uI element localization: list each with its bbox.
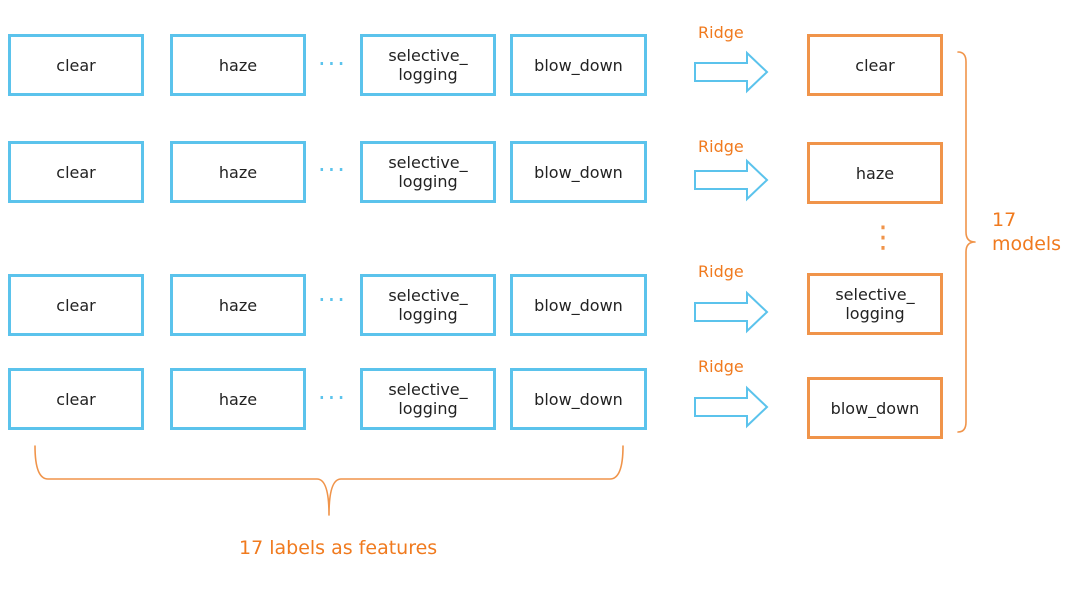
feature-label: blow_down xyxy=(534,162,623,182)
feature-box-clear: clear xyxy=(8,368,144,430)
model-box-blow-down: blow_down xyxy=(807,377,943,439)
ridge-label: Ridge xyxy=(698,262,744,281)
row-ellipsis: ··· xyxy=(318,156,347,184)
ridge-arrow xyxy=(694,385,769,429)
feature-label: clear xyxy=(56,389,96,409)
feature-label: clear xyxy=(56,55,96,75)
feature-box-blow-down: blow_down xyxy=(510,274,647,336)
ridge-arrow xyxy=(694,50,769,94)
models-brace xyxy=(957,51,976,433)
model-label: blow_down xyxy=(830,398,920,418)
ridge-label: Ridge xyxy=(698,137,744,156)
feature-box-haze: haze xyxy=(170,34,306,96)
ridge-label: Ridge xyxy=(698,357,744,376)
feature-label: blow_down xyxy=(534,295,623,315)
feature-label: selective_ logging xyxy=(388,380,468,418)
model-box-selective-logging: selective_ logging xyxy=(807,273,943,335)
feature-box-clear: clear xyxy=(8,274,144,336)
models-caption: 17 models xyxy=(992,209,1062,255)
feature-box-selective-logging: selective_ logging xyxy=(360,141,496,203)
feature-box-blow-down: blow_down xyxy=(510,141,647,203)
feature-box-haze: haze xyxy=(170,274,306,336)
feature-box-clear: clear xyxy=(8,34,144,96)
feature-label: selective_ logging xyxy=(388,153,468,191)
feature-box-blow-down: blow_down xyxy=(510,368,647,430)
model-label: haze xyxy=(855,163,895,183)
feature-label: blow_down xyxy=(534,389,623,409)
feature-label: haze xyxy=(218,55,258,75)
feature-box-blow-down: blow_down xyxy=(510,34,647,96)
feature-box-selective-logging: selective_ logging xyxy=(360,274,496,336)
row-ellipsis: ··· xyxy=(318,286,347,314)
ridge-arrow xyxy=(694,290,769,334)
features-brace xyxy=(34,445,624,516)
features-caption: 17 labels as features xyxy=(239,537,438,559)
model-box-haze: haze xyxy=(807,142,943,204)
feature-label: blow_down xyxy=(534,55,623,75)
feature-box-haze: haze xyxy=(170,141,306,203)
ridge-arrow xyxy=(694,158,769,202)
model-label: selective_ logging xyxy=(835,285,915,323)
feature-label: haze xyxy=(218,389,258,409)
feature-label: haze xyxy=(218,295,258,315)
feature-label: selective_ logging xyxy=(388,46,468,84)
feature-label: haze xyxy=(218,162,258,182)
feature-label: selective_ logging xyxy=(388,286,468,324)
model-label: clear xyxy=(855,55,895,75)
feature-box-selective-logging: selective_ logging xyxy=(360,34,496,96)
feature-label: clear xyxy=(56,295,96,315)
model-ellipsis: ⋮ xyxy=(868,220,898,255)
ridge-label: Ridge xyxy=(698,23,744,42)
feature-box-selective-logging: selective_ logging xyxy=(360,368,496,430)
row-ellipsis: ··· xyxy=(318,384,347,412)
feature-box-haze: haze xyxy=(170,368,306,430)
model-box-clear: clear xyxy=(807,34,943,96)
feature-box-clear: clear xyxy=(8,141,144,203)
row-ellipsis: ··· xyxy=(318,50,347,78)
feature-label: clear xyxy=(56,162,96,182)
